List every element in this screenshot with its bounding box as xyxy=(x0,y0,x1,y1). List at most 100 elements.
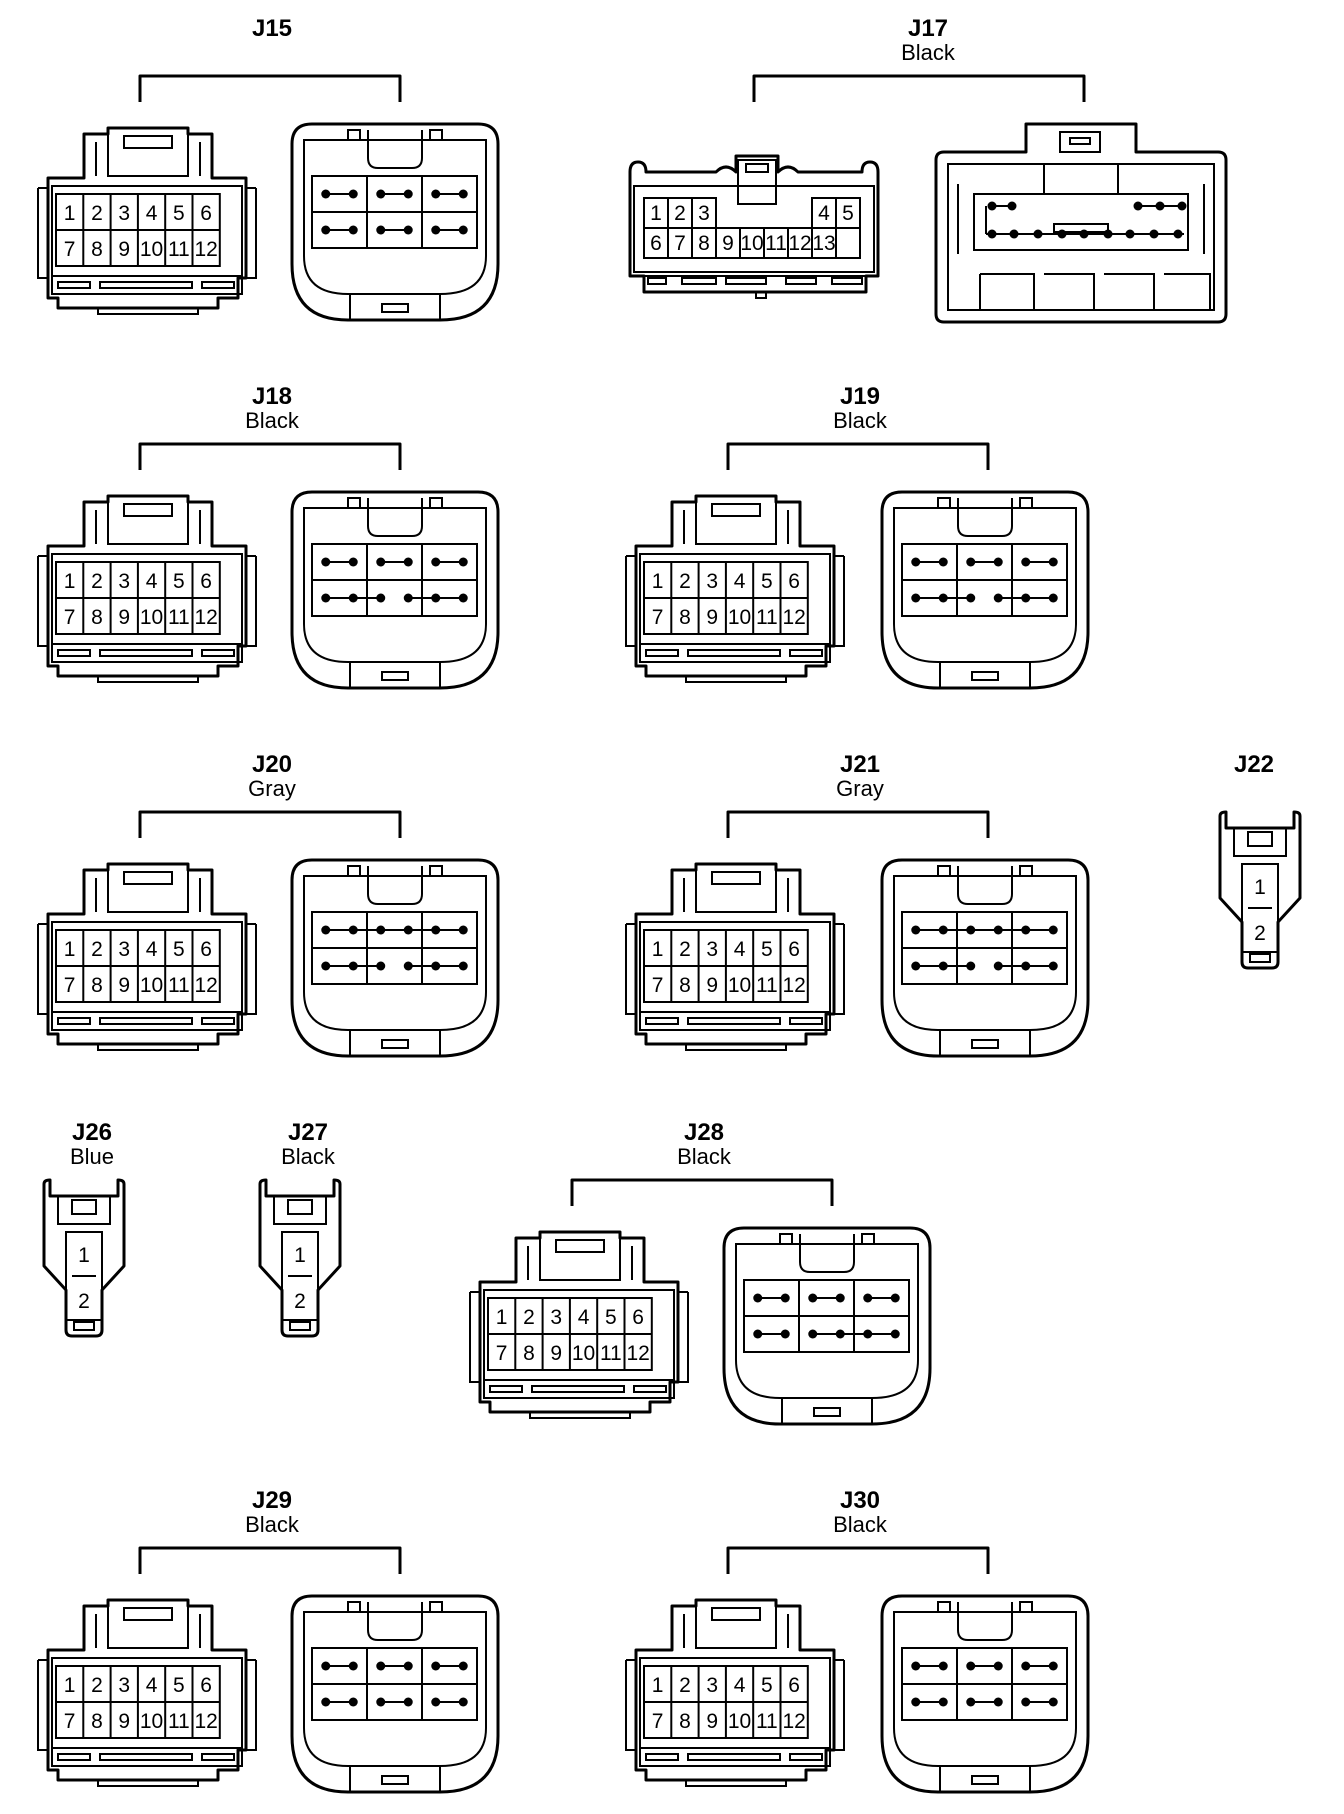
terminal-dot xyxy=(1155,201,1165,211)
terminal-dot xyxy=(1009,229,1019,239)
terminal-dot xyxy=(1173,229,1183,239)
pin-number: 4 xyxy=(818,202,830,225)
terminal-dot xyxy=(835,1293,845,1303)
connector-color-label: Gray xyxy=(248,776,296,801)
terminal-dot xyxy=(376,189,386,199)
view-bracket xyxy=(138,1546,402,1574)
view-bracket xyxy=(138,810,402,838)
terminal-dot xyxy=(966,557,976,567)
pin-number: 8 xyxy=(679,606,691,629)
connector-label: J17 xyxy=(908,15,948,42)
terminal-dot xyxy=(403,225,413,235)
pin-number: 2 xyxy=(91,202,103,225)
terminal-dot xyxy=(431,1697,441,1707)
terminal-dot xyxy=(938,1661,948,1671)
connector-label: J28 xyxy=(684,1119,724,1146)
pin-number: 2 xyxy=(674,202,686,225)
pin-number: 9 xyxy=(706,1710,718,1733)
terminal-dot xyxy=(1033,229,1043,239)
pin-number: 10 xyxy=(140,238,163,261)
terminal-dot xyxy=(403,189,413,199)
terminal-dot xyxy=(863,1293,873,1303)
pin-number: 1 xyxy=(64,1674,76,1697)
terminal-dot xyxy=(1021,1661,1031,1671)
view-bracket xyxy=(570,1178,834,1206)
male-connector-view xyxy=(290,490,500,690)
pin-number: 5 xyxy=(842,202,854,225)
male-connector-view xyxy=(880,858,1090,1058)
pin-number: 9 xyxy=(706,606,718,629)
terminal-dot xyxy=(1177,201,1187,211)
male-connector-view xyxy=(290,122,500,322)
terminal-dot xyxy=(458,1661,468,1671)
pin-number: 3 xyxy=(698,202,710,225)
terminal-dot xyxy=(911,925,921,935)
terminal-dot xyxy=(966,925,976,935)
terminal-dot xyxy=(321,225,331,235)
terminal-dot xyxy=(938,593,948,603)
pin-number: 10 xyxy=(728,606,751,629)
pin-number: 4 xyxy=(734,938,746,961)
pin-number: 1 xyxy=(652,938,664,961)
pin-number: 6 xyxy=(788,938,800,961)
terminal-dot xyxy=(1048,557,1058,567)
pin-number: 3 xyxy=(706,570,718,593)
terminal-dot xyxy=(863,1329,873,1339)
pin-number: 11 xyxy=(168,238,190,261)
pin-number: 7 xyxy=(64,974,76,997)
pin-number: 11 xyxy=(168,974,190,997)
pin-number: 6 xyxy=(788,570,800,593)
terminal-dot xyxy=(376,1661,386,1671)
pin-number: 12 xyxy=(788,232,811,255)
terminal-dot xyxy=(458,593,468,603)
pin-number: 4 xyxy=(146,202,158,225)
pin-number: 9 xyxy=(550,1342,562,1365)
connector-label: J27 xyxy=(288,1119,328,1146)
terminal-dot xyxy=(458,925,468,935)
terminal-dot xyxy=(911,1697,921,1707)
pin-number: 4 xyxy=(578,1306,590,1329)
terminal-dot xyxy=(1133,201,1143,211)
terminal-dot xyxy=(321,557,331,567)
pin-number: 7 xyxy=(674,232,686,255)
terminal-dot xyxy=(458,189,468,199)
terminal-dot xyxy=(403,961,413,971)
pin-number: 11 xyxy=(756,606,778,629)
pin-number: 1 xyxy=(652,570,664,593)
terminal-dot xyxy=(348,1697,358,1707)
terminal-dot xyxy=(376,1697,386,1707)
pin-number: 5 xyxy=(173,570,185,593)
pin-number: 6 xyxy=(632,1306,644,1329)
terminal-dot xyxy=(403,593,413,603)
pin-number: 5 xyxy=(173,1674,185,1697)
pin-number: 6 xyxy=(200,938,212,961)
two-pin-connector-view: 12 xyxy=(258,1178,342,1338)
terminal-dot xyxy=(938,1697,948,1707)
view-bracket xyxy=(726,442,990,470)
terminal-dot xyxy=(938,961,948,971)
terminal-dot xyxy=(348,557,358,567)
terminal-dot xyxy=(987,201,997,211)
terminal-dot xyxy=(780,1293,790,1303)
terminal-dot xyxy=(431,189,441,199)
connector-color-label: Black xyxy=(833,1512,888,1537)
pin-number: 8 xyxy=(91,606,103,629)
terminal-dot xyxy=(938,557,948,567)
pin-number: 11 xyxy=(756,1710,778,1733)
terminal-dot xyxy=(431,925,441,935)
pin-number: 7 xyxy=(652,1710,664,1733)
pin-number: 3 xyxy=(118,570,130,593)
terminal-dot xyxy=(808,1293,818,1303)
terminal-dot xyxy=(993,1661,1003,1671)
pin-number: 8 xyxy=(679,974,691,997)
pin-number: 10 xyxy=(728,1710,751,1733)
terminal-dot xyxy=(403,1697,413,1707)
